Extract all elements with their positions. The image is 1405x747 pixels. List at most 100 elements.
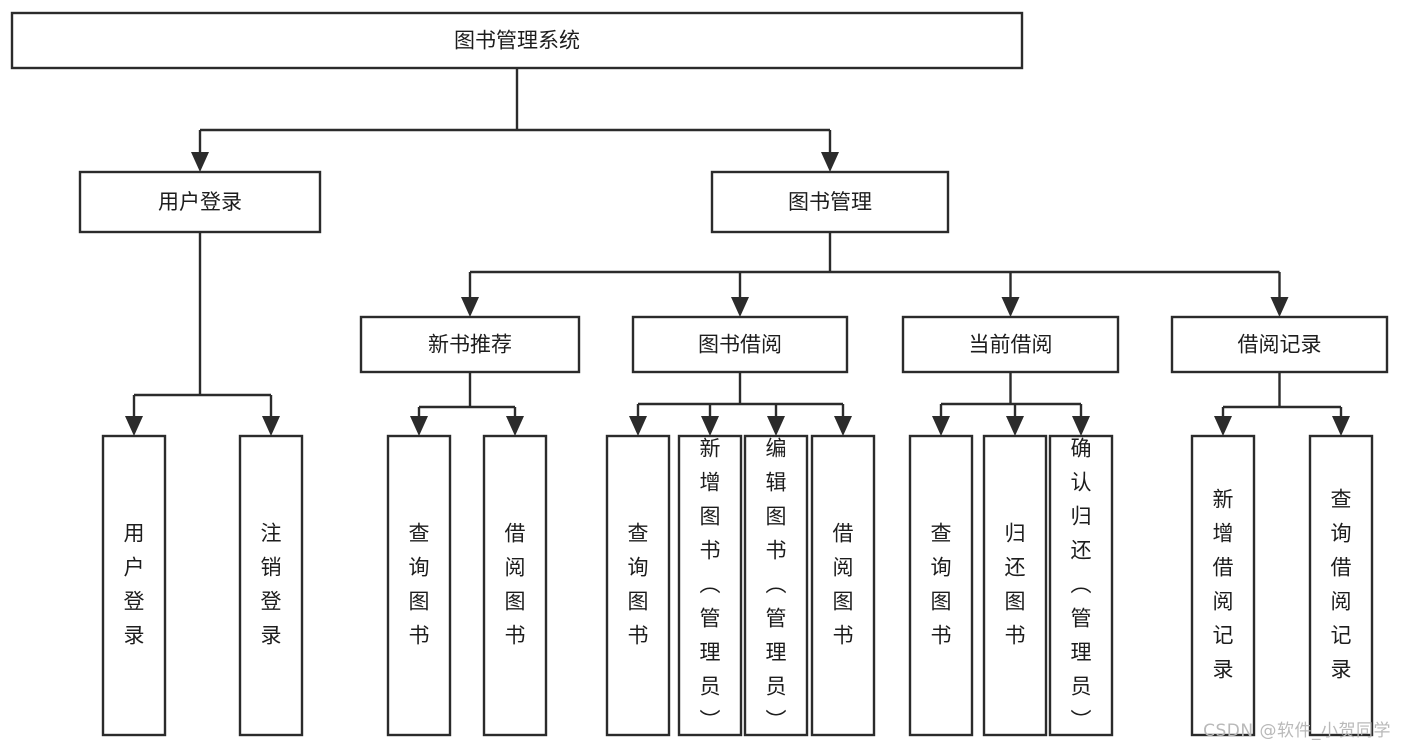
node-label-char: 认 — [1071, 471, 1092, 495]
node-label-char: 阅 — [1213, 590, 1234, 614]
node-label-char: 查 — [628, 522, 649, 546]
arrow-head-icon — [1006, 416, 1024, 436]
arrow-head-icon — [834, 416, 852, 436]
connector-group-edges-book-manage — [461, 232, 1289, 317]
node-label-char: ︶ — [1071, 709, 1092, 733]
node-label-char: 增 — [700, 471, 721, 495]
node-label-char: ︵ — [700, 573, 721, 597]
node-label-char: 询 — [628, 556, 649, 580]
node-box-leaf-return-book — [982, 434, 1048, 737]
node-borrow-record[interactable]: 借阅记录 — [1170, 315, 1389, 374]
node-label-char: 辑 — [766, 471, 787, 495]
node-label-char: 录 — [1331, 658, 1352, 682]
arrow-head-icon — [461, 297, 479, 317]
node-new-book-rec[interactable]: 新书推荐 — [359, 315, 581, 374]
arrow-head-icon — [1332, 416, 1350, 436]
arrow-head-icon — [410, 416, 428, 436]
node-box-leaf-edit-book — [743, 434, 809, 737]
node-box-leaf-confirm-return — [1048, 434, 1114, 737]
node-label-char: 管 — [700, 607, 721, 631]
node-box-leaf-query-book-rec — [386, 434, 452, 737]
node-label-char: 记 — [1331, 624, 1352, 648]
node-label-char: 户 — [124, 556, 145, 580]
node-label-char: 询 — [931, 556, 952, 580]
node-label-char: 借 — [505, 522, 526, 546]
node-label-new-book-rec: 新书推荐 — [428, 333, 512, 357]
node-label-char: 借 — [1213, 556, 1234, 580]
node-label-char: 书 — [766, 539, 787, 563]
node-box-leaf-query-book-cur — [908, 434, 974, 737]
node-label-char: 登 — [124, 590, 145, 614]
arrow-head-icon — [506, 416, 524, 436]
node-label-char: 询 — [409, 556, 430, 580]
connectors-layer — [125, 68, 1350, 436]
node-label-char: 记 — [1213, 624, 1234, 648]
node-label-char: 书 — [1005, 624, 1026, 648]
node-label-char: 编 — [766, 437, 787, 461]
node-label-current-borrow: 当前借阅 — [969, 333, 1053, 357]
arrow-head-icon — [731, 297, 749, 317]
node-label-char: 阅 — [505, 556, 526, 580]
node-label-char: 新 — [1213, 488, 1234, 512]
node-label-char: 书 — [931, 624, 952, 648]
node-user-login[interactable]: 用户登录 — [78, 170, 322, 234]
node-current-borrow[interactable]: 当前借阅 — [901, 315, 1120, 374]
node-label-char: 录 — [261, 624, 282, 648]
node-root[interactable]: 图书管理系统 — [10, 11, 1024, 70]
node-label-char: 图 — [931, 590, 952, 614]
arrow-head-icon — [125, 416, 143, 436]
node-label-char: 图 — [628, 590, 649, 614]
connector-group-edges-current-borrow — [932, 372, 1090, 436]
node-label-book-manage: 图书管理 — [788, 190, 872, 214]
node-label-char: 图 — [833, 590, 854, 614]
connector-group-edges-new-book-rec — [410, 372, 524, 436]
node-label-char: 书 — [700, 539, 721, 563]
node-label-char: 用 — [124, 522, 145, 546]
node-box-user-login — [78, 170, 322, 234]
node-label-char: 员 — [766, 675, 787, 699]
node-label-char: 新 — [700, 437, 721, 461]
nodes-layer: 图书管理系统用户登录图书管理新书推荐图书借阅当前借阅借阅记录用户登录注销登录查询… — [10, 11, 1389, 737]
node-label-char: ︵ — [766, 573, 787, 597]
node-book-manage[interactable]: 图书管理 — [710, 170, 950, 234]
node-box-root — [10, 11, 1024, 70]
node-label-char: 书 — [628, 624, 649, 648]
node-label-char: 登 — [261, 590, 282, 614]
node-label-char: 查 — [931, 522, 952, 546]
node-label-char: 销 — [261, 556, 282, 580]
node-label-char: 书 — [409, 624, 430, 648]
node-label-char: 图 — [766, 505, 787, 529]
node-leaf-user-login[interactable]: 用户登录 — [101, 434, 167, 737]
node-label-char: 借 — [833, 522, 854, 546]
arrow-head-icon — [701, 416, 719, 436]
node-box-book-borrow — [631, 315, 849, 374]
node-label-char: 员 — [700, 675, 721, 699]
node-label-root: 图书管理系统 — [454, 29, 580, 53]
node-box-leaf-user-logout — [238, 434, 304, 737]
node-box-borrow-record — [1170, 315, 1389, 374]
node-book-borrow[interactable]: 图书借阅 — [631, 315, 849, 374]
node-label-char: 录 — [124, 624, 145, 648]
node-box-leaf-add-book — [677, 434, 743, 737]
arrow-head-icon — [1072, 416, 1090, 436]
connector-group-edges-borrow-record — [1214, 372, 1350, 436]
arrow-head-icon — [821, 152, 839, 172]
node-box-leaf-add-borrow-record — [1190, 434, 1256, 737]
node-label-char: 图 — [505, 590, 526, 614]
node-label-char: 查 — [409, 522, 430, 546]
node-label-char: 录 — [1213, 658, 1234, 682]
connector-group-edges-user-login — [125, 232, 280, 436]
